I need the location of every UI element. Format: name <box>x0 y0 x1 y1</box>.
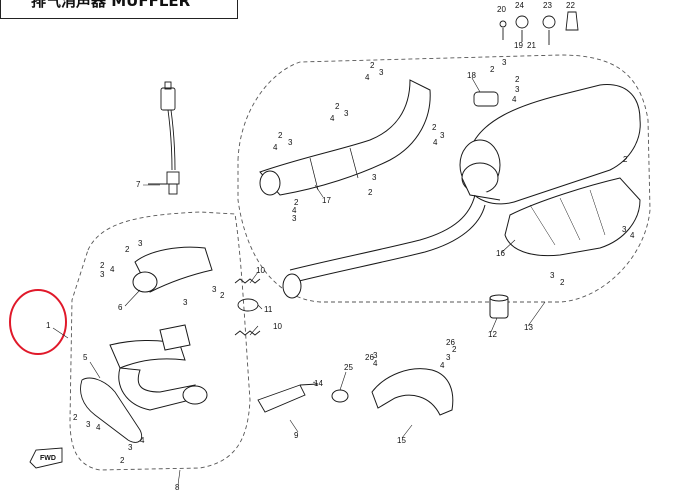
fastener-4: 4 <box>433 138 438 147</box>
fastener-3: 3 <box>440 131 445 140</box>
fastener-2: 2 <box>368 188 373 197</box>
callout-11: 11 <box>264 305 273 314</box>
fastener-3: 3 <box>288 138 293 147</box>
fastener-2: 2 <box>100 261 105 270</box>
fastener-3: 3 <box>128 443 133 452</box>
fastener-3: 3 <box>502 58 507 67</box>
callout-5: 5 <box>83 353 88 362</box>
callout-15: 15 <box>397 436 406 445</box>
fastener-3: 3 <box>372 173 377 182</box>
fastener-3: 3 <box>622 225 627 234</box>
fastener-2: 2 <box>120 456 125 465</box>
highlight-circle <box>9 289 67 355</box>
fastener-4: 4 <box>110 265 115 274</box>
callout-25: 25 <box>344 363 353 372</box>
callout-16: 16 <box>496 249 505 258</box>
springs <box>234 278 261 336</box>
fastener-2: 2 <box>278 131 283 140</box>
fastener-4: 4 <box>440 361 445 370</box>
callout-14: 14 <box>314 379 323 388</box>
fastener-3: 3 <box>100 270 105 279</box>
fastener-2: 2 <box>623 155 628 164</box>
callout-18: 18 <box>467 71 476 80</box>
heat-shield-15 <box>371 368 454 416</box>
fastener-3: 3 <box>292 214 297 223</box>
oxygen-sensor <box>148 81 180 195</box>
group-outline-header <box>69 211 251 471</box>
callout-8: 8 <box>175 483 180 492</box>
fastener-4: 4 <box>292 206 297 215</box>
callout-26-right: 26 <box>446 338 455 347</box>
callout-12: 12 <box>488 330 497 339</box>
callout-10-lower: 10 <box>273 322 282 331</box>
fastener-2: 2 <box>452 345 457 354</box>
fwd-label: FWD <box>40 455 56 462</box>
front-pipe-17 <box>259 79 431 196</box>
fastener-2: 2 <box>370 61 375 70</box>
fastener-2: 2 <box>515 75 520 84</box>
fastener-3: 3 <box>344 109 349 118</box>
heat-shield-16 <box>504 177 641 257</box>
heat-shield-5 <box>80 377 143 443</box>
callout-23: 23 <box>543 1 552 10</box>
callout-10-upper: 10 <box>256 266 265 275</box>
bracket-9 <box>257 383 319 413</box>
fastener-4: 4 <box>365 73 370 82</box>
title-box: 排气消声器 MUFFLER <box>0 0 238 19</box>
muffler-body <box>459 84 641 205</box>
callout-24: 24 <box>515 1 524 10</box>
leader-lines <box>52 77 546 486</box>
callout-17: 17 <box>322 196 331 205</box>
fwd-arrow: FWD <box>29 447 63 469</box>
fastener-3: 3 <box>183 298 188 307</box>
callout-21: 21 <box>527 41 536 50</box>
fastener-3: 3 <box>515 85 520 94</box>
fastener-4: 4 <box>273 143 278 152</box>
fastener-3: 3 <box>138 239 143 248</box>
link-pipe <box>282 194 486 299</box>
callout-7: 7 <box>136 180 141 189</box>
fastener-2: 2 <box>294 198 299 207</box>
fastener-2: 2 <box>125 245 130 254</box>
fastener-3: 3 <box>212 285 217 294</box>
header-pipes <box>109 246 213 411</box>
callout-9: 9 <box>294 431 299 440</box>
fastener-3: 3 <box>550 271 555 280</box>
fastener-labels: 2 3 4 2 3 4 2 3 4 2 3 4 2 4 3 3 2 3 2 2 … <box>73 58 635 465</box>
fastener-3: 3 <box>373 351 378 360</box>
callout-20: 20 <box>497 5 506 14</box>
fastener-4: 4 <box>330 114 335 123</box>
fastener-3: 3 <box>379 68 384 77</box>
fastener-4: 4 <box>630 231 635 240</box>
callout-13: 13 <box>524 323 533 332</box>
gasket-ring-25 <box>331 389 349 403</box>
fastener-2: 2 <box>490 65 495 74</box>
fastener-4: 4 <box>373 359 378 368</box>
fastener-2: 2 <box>335 102 340 111</box>
group-outline-muffler <box>237 54 651 303</box>
diagram-title: 排气消声器 MUFFLER <box>31 0 191 10</box>
rubber-mount-12 <box>489 294 509 319</box>
small-hardware-top <box>473 11 579 107</box>
fastener-2: 2 <box>220 291 225 300</box>
callout-22: 22 <box>566 1 575 10</box>
callout-1: 1 <box>46 321 51 330</box>
fastener-4: 4 <box>512 95 517 104</box>
fastener-2: 2 <box>560 278 565 287</box>
callout-6: 6 <box>118 303 123 312</box>
fastener-2: 2 <box>73 413 78 422</box>
callout-labels: 1 5 6 7 8 9 10 10 11 12 13 14 15 16 17 1… <box>46 1 575 492</box>
fastener-2: 2 <box>432 123 437 132</box>
fastener-4: 4 <box>140 436 145 445</box>
fastener-3: 3 <box>86 420 91 429</box>
fastener-4: 4 <box>96 423 101 432</box>
callout-26-left: 26 <box>365 353 374 362</box>
callout-19: 19 <box>514 41 523 50</box>
fastener-3: 3 <box>446 353 451 362</box>
